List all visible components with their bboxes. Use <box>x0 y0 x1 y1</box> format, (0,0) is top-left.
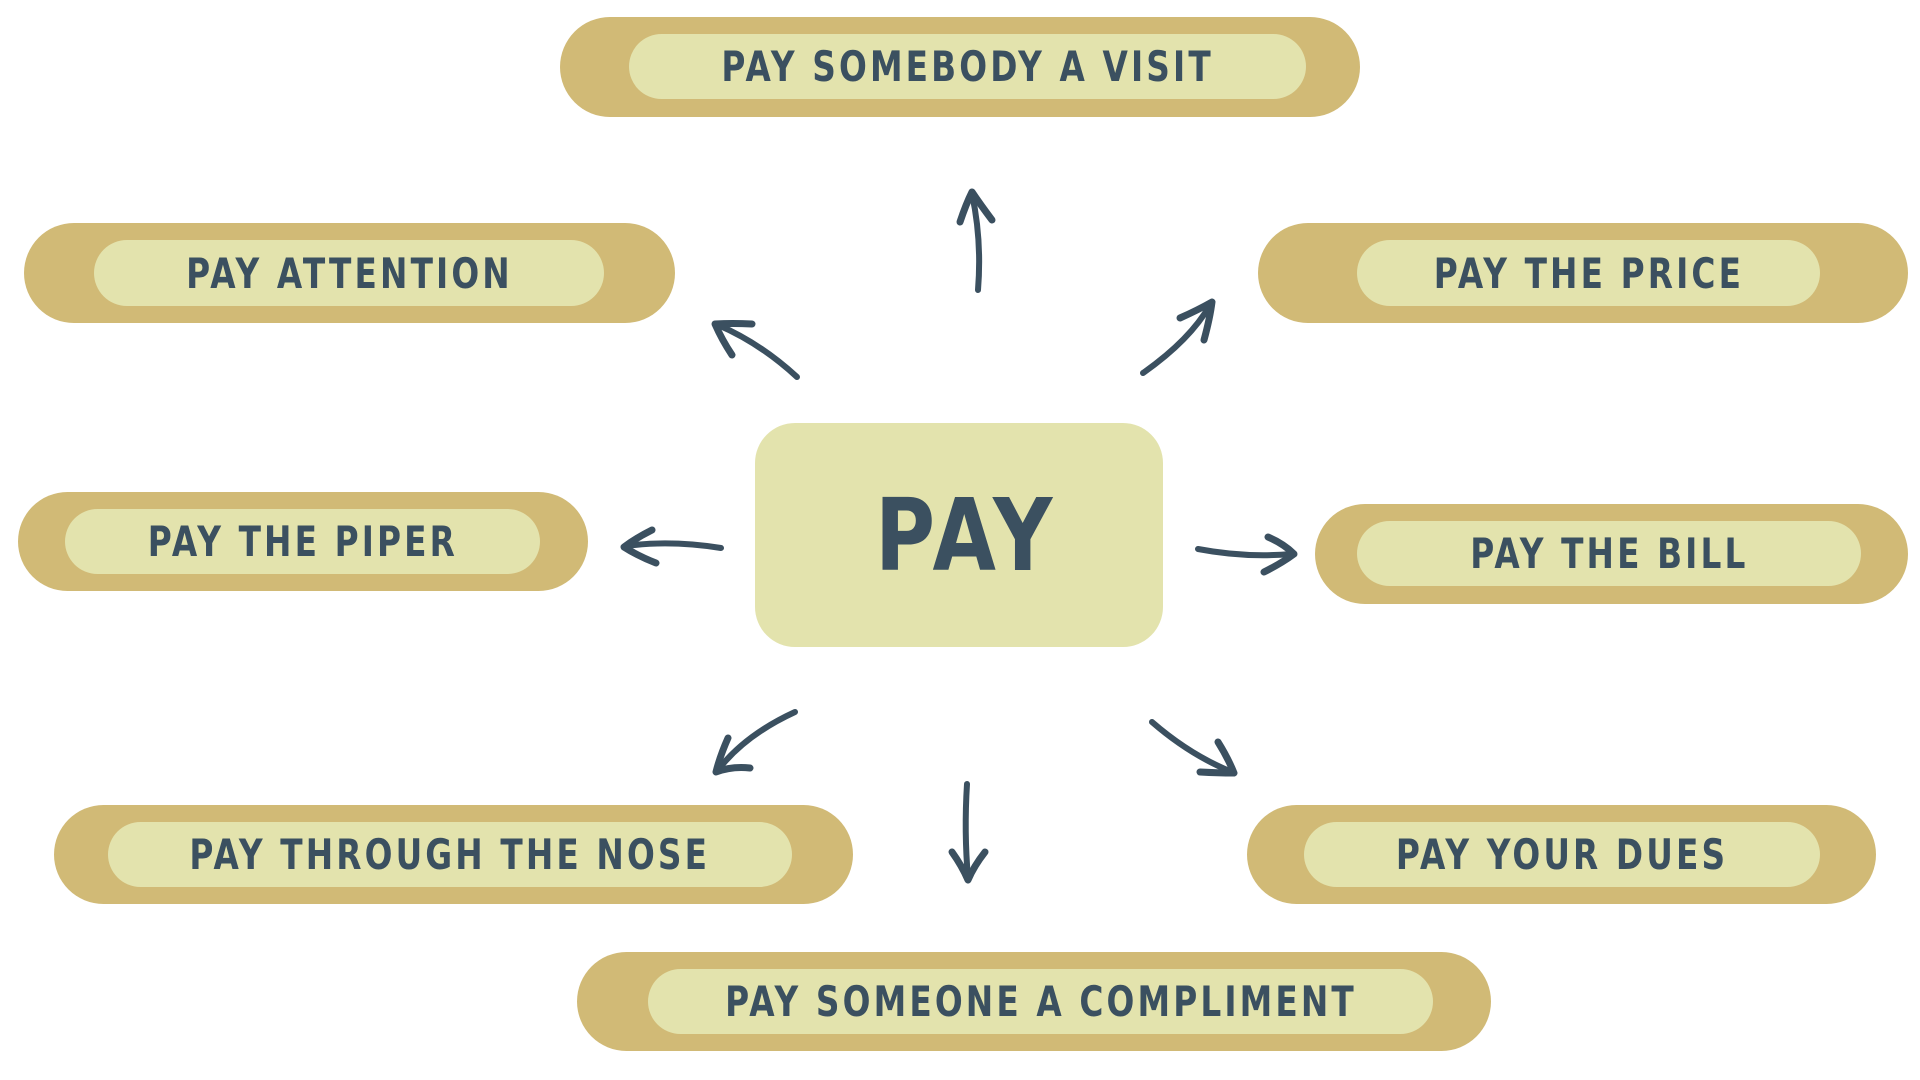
arrow-up-right-icon <box>1140 298 1216 376</box>
arrow-down-right-icon <box>1149 719 1238 777</box>
node-inner-pay-the-piper: PAY THE PIPER <box>65 509 540 574</box>
node-label: PAY ATTENTION <box>185 248 513 298</box>
arrow-right-icon <box>1195 533 1298 576</box>
node-label: PAY THE PRICE <box>1433 248 1744 298</box>
node-inner-pay-the-bill: PAY THE BILL <box>1357 521 1861 586</box>
node-label: PAY SOMEONE A COMPLIMENT <box>724 977 1357 1026</box>
arrow-down-left-icon <box>712 709 798 776</box>
arrow-left-icon <box>620 526 724 567</box>
center-node: PAY <box>755 423 1163 647</box>
node-label: PAY SOMEBODY A VISIT <box>721 42 1214 91</box>
node-label: PAY THROUGH THE NOSE <box>189 830 711 879</box>
node-inner-pay-someone-a-compliment: PAY SOMEONE A COMPLIMENT <box>648 969 1433 1034</box>
node-label: PAY YOUR DUES <box>1395 830 1729 879</box>
node-inner-pay-through-the-nose: PAY THROUGH THE NOSE <box>108 822 792 887</box>
node-inner-pay-somebody-a-visit: PAY SOMEBODY A VISIT <box>629 34 1306 99</box>
node-label: PAY THE BILL <box>1469 529 1749 578</box>
node-inner-pay-your-dues: PAY YOUR DUES <box>1304 822 1820 887</box>
center-label: PAY <box>874 476 1058 594</box>
node-inner-pay-the-price: PAY THE PRICE <box>1357 240 1820 306</box>
node-label: PAY THE PIPER <box>147 517 458 566</box>
arrow-up-left-icon <box>711 320 800 380</box>
arrow-up-icon <box>956 188 996 293</box>
arrow-down-icon <box>948 781 989 884</box>
node-inner-pay-attention: PAY ATTENTION <box>94 240 604 306</box>
